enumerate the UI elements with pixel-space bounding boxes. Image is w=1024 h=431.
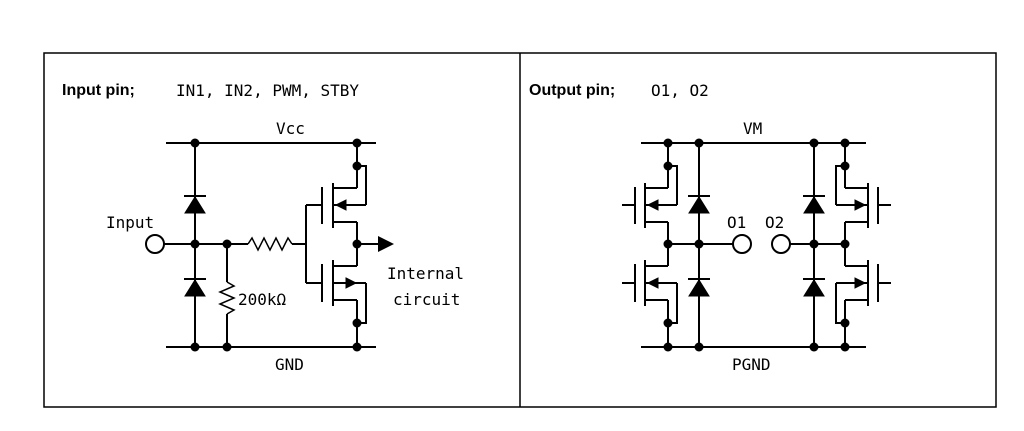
series-resistor — [247, 236, 306, 252]
left-half-bridge — [622, 143, 733, 347]
input-panel-pins: IN1, IN2, PWM, STBY — [176, 81, 359, 100]
o1-terminal — [732, 234, 752, 254]
output-junction-dots — [663, 138, 850, 352]
input-panel-title: Input pin; — [62, 82, 135, 99]
internal-label-line2: circuit — [393, 290, 460, 309]
vcc-label: Vcc — [276, 119, 305, 138]
output-panel-title: Output pin; — [529, 82, 615, 99]
input-label: Input — [106, 213, 154, 232]
output-pin-panel: Output pin; O1, O2 VM PGND — [529, 81, 891, 374]
lower-nmos-transistor — [321, 244, 367, 347]
input-junction-dots — [190, 138, 362, 352]
upper-pmos-transistor — [321, 143, 367, 244]
right-half-bridge — [790, 143, 891, 347]
lower-clamp-diode — [184, 278, 206, 297]
o2-terminal — [771, 234, 791, 254]
pulldown-resistor — [218, 244, 236, 347]
upper-clamp-diode — [184, 195, 206, 214]
pgnd-label: PGND — [732, 355, 771, 374]
resistor-value-label: 200kΩ — [238, 290, 287, 309]
input-pin-panel: Input pin; IN1, IN2, PWM, STBY Vcc GND I… — [62, 81, 464, 374]
vm-label: VM — [743, 119, 762, 138]
gnd-label: GND — [275, 355, 304, 374]
internal-label-line1: Internal — [387, 264, 464, 283]
o2-label: O2 — [765, 213, 784, 232]
o1-label: O1 — [727, 213, 746, 232]
output-panel-pins: O1, O2 — [651, 81, 709, 100]
input-terminal — [145, 234, 165, 254]
